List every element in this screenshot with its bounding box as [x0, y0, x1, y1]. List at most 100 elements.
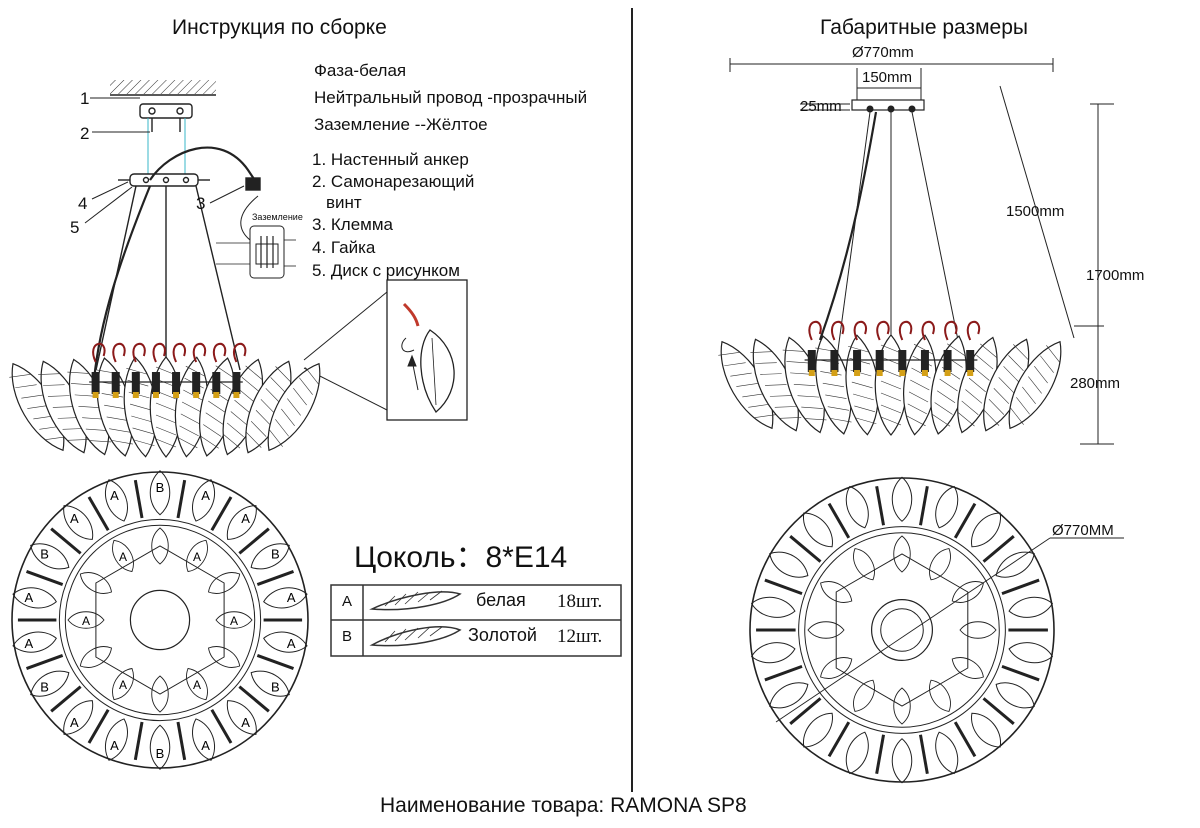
arm-spoke	[875, 734, 886, 774]
arm-hook	[853, 320, 868, 341]
lamp-socket	[898, 350, 907, 372]
leaf-vein	[9, 373, 31, 378]
arm-spoke	[176, 479, 187, 519]
leaf-vein	[1016, 397, 1030, 415]
lamp-cap	[921, 370, 928, 376]
leaf-vein	[104, 404, 126, 410]
leaf-vein	[245, 365, 263, 380]
inner-leaf	[207, 646, 241, 668]
arm-spoke	[50, 527, 82, 555]
leaf-vein	[275, 419, 289, 437]
inner-leaf	[929, 548, 951, 581]
leaf-vein	[269, 429, 283, 447]
arm-hook	[92, 342, 106, 363]
leaf-vein	[910, 379, 930, 391]
chandelier-side-view-left	[9, 342, 321, 458]
plan-leaf	[935, 485, 959, 529]
leaf-vein	[718, 351, 740, 356]
leaf-vein	[281, 408, 295, 427]
leaf-vein	[782, 349, 805, 352]
leaf-vein	[934, 402, 953, 415]
arm-spoke	[764, 664, 803, 682]
leaf-label: B	[40, 680, 49, 695]
arm-spoke	[764, 578, 803, 596]
arm-spoke	[953, 502, 977, 539]
leaf-vein	[993, 388, 1010, 404]
leaf-label: A	[241, 715, 250, 730]
inner-leaf	[853, 548, 875, 581]
dim-cable-length: 1500mm	[1006, 203, 1065, 220]
leaf-label: A	[24, 636, 33, 651]
leaf-vein	[1022, 386, 1036, 405]
leaf-vein	[946, 343, 966, 357]
arm-spoke	[238, 527, 270, 555]
arm-spoke	[1001, 664, 1040, 682]
lamp-socket	[853, 350, 862, 372]
leaf-vein	[965, 389, 983, 404]
inner-leaf	[112, 667, 134, 701]
dimensions-title: Габаритные размеры	[820, 16, 1028, 39]
leaf-vein	[185, 365, 206, 377]
arm-hook	[192, 342, 207, 363]
leaf-vein	[67, 371, 89, 374]
arm-hook	[132, 342, 146, 363]
arm-hook	[944, 320, 958, 341]
arm-spoke	[176, 721, 187, 761]
outer-ring	[11, 471, 309, 769]
arm-hook	[808, 320, 822, 341]
arm-spoke	[918, 486, 929, 526]
leaf-vein	[972, 366, 990, 381]
leaf-vein	[1034, 365, 1048, 384]
inner-leaf	[151, 675, 169, 713]
leaf-label: A	[201, 738, 210, 753]
outer-ring	[749, 477, 1055, 783]
leaf-vein	[769, 395, 792, 397]
leaf-vein	[230, 411, 248, 426]
leaf-vein	[155, 402, 177, 412]
plan-leaf	[263, 587, 308, 609]
leaf-vein	[790, 372, 812, 375]
callout-2: 2	[80, 124, 90, 143]
callout-5: 5	[70, 218, 80, 237]
leaf-vein	[265, 388, 282, 404]
leaf-vein	[988, 398, 1005, 415]
leaf-vein	[109, 428, 131, 433]
leaf-vein	[774, 406, 797, 408]
dim-diameter-top: Ø770mm	[852, 44, 914, 61]
arm-hook	[831, 320, 845, 341]
callout-1: 1	[80, 89, 90, 108]
product-name: Наименование товара: RAMONA SP8	[380, 794, 747, 817]
plan-leaf	[104, 718, 128, 761]
leaf-vein	[1013, 344, 1029, 361]
lamp-socket	[111, 372, 120, 394]
leaf-vein	[854, 405, 876, 413]
lamp-cap	[944, 370, 951, 376]
leaf-vein	[208, 400, 227, 414]
arm-hook	[966, 320, 981, 341]
mid-ring-inner	[804, 532, 1000, 728]
leaf-vein	[760, 373, 782, 375]
neutral-wire-note: Нейтральный провод -прозрачный	[314, 88, 588, 107]
leaf-vein	[111, 440, 133, 445]
part-2: 2. Самонарезающий	[312, 172, 475, 191]
chandelier-side-view-right	[718, 320, 1062, 436]
leaf-vein	[129, 403, 151, 411]
leaf-vein	[793, 383, 816, 387]
lamp-cap	[132, 392, 139, 398]
inner-leaf	[929, 679, 951, 712]
lamp-socket	[807, 350, 816, 372]
leaf-vein	[724, 362, 746, 367]
leaf-vein	[976, 355, 994, 370]
leaf-label: A	[24, 590, 33, 605]
leaf-vein	[1046, 345, 1060, 363]
leaf-vein	[880, 380, 902, 390]
plan-leaf	[803, 712, 833, 748]
inner-leaf	[112, 539, 134, 573]
plan-leaf	[891, 476, 913, 522]
leaf-vein	[998, 377, 1014, 393]
inner-hexagon	[95, 545, 225, 695]
leaf-vein	[797, 395, 820, 398]
leaf-vein	[43, 384, 65, 386]
lamp-socket	[966, 350, 975, 372]
leaf-vein	[203, 424, 222, 437]
